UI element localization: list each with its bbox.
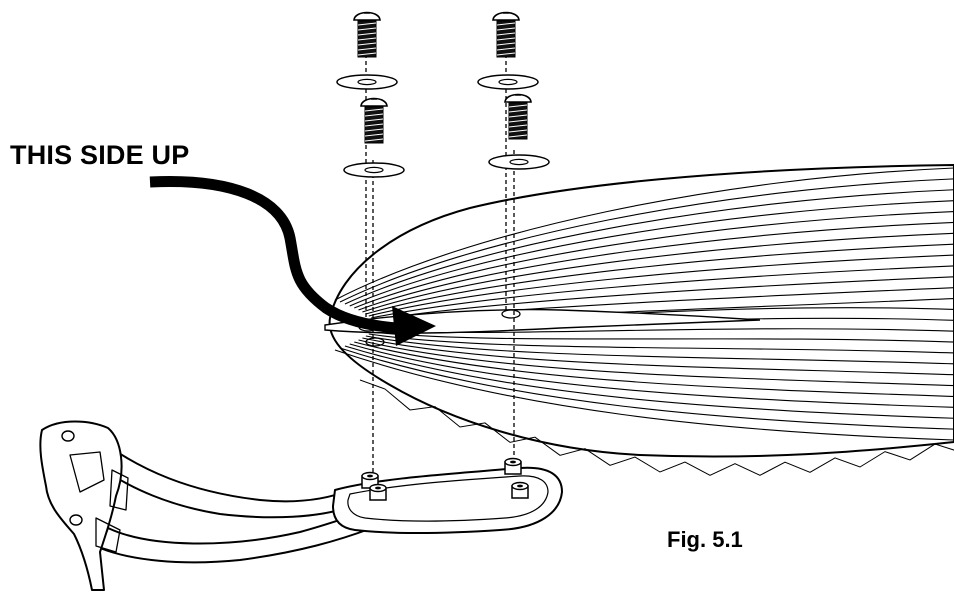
- washer: [477, 74, 539, 90]
- mounting-screw: [360, 97, 388, 144]
- this-side-up-arrow: [149, 176, 436, 346]
- washer: [343, 162, 405, 178]
- ribbed-fan-blade: [324, 163, 954, 476]
- blade-rib: [371, 265, 954, 319]
- blade-rib: [344, 189, 954, 305]
- mounting-screw: [353, 11, 381, 58]
- blade-iron-bracket: [39, 420, 563, 591]
- blade-rib: [365, 243, 954, 315]
- blade-rib: [344, 345, 954, 419]
- blade-rib: [362, 232, 954, 313]
- blade-rib: [339, 178, 954, 303]
- arrow-head: [392, 306, 436, 346]
- bracket-hub-hole-bottom: [69, 514, 83, 526]
- mounting-screw: [492, 11, 520, 58]
- standoff-post: [511, 481, 529, 499]
- bracket-hub-hole-top: [61, 430, 75, 442]
- bracket-standoffs: [361, 457, 529, 501]
- blade-outline: [328, 163, 954, 458]
- blade-hole-right: [501, 309, 521, 319]
- bracket-hub-detail-3: [95, 517, 121, 553]
- blade-rib: [358, 221, 954, 311]
- blade-rib: [362, 337, 954, 376]
- this-side-up-label: THIS SIDE UP: [10, 140, 190, 170]
- bracket-hub-detail: [69, 451, 105, 493]
- blade-jagged-edge: [359, 379, 954, 476]
- bracket-arm-lower: [99, 509, 373, 564]
- blade-rib: [372, 276, 954, 321]
- blade-rib: [368, 333, 954, 354]
- washer: [336, 74, 398, 90]
- standoff-post: [369, 483, 387, 501]
- blade-rib: [358, 339, 954, 387]
- bracket-mounting-plate: [332, 466, 563, 534]
- blade-hole-left-bottom: [365, 337, 385, 347]
- blade-rib: [334, 167, 954, 301]
- blade-rib: [365, 335, 954, 365]
- blade-rib: [368, 254, 954, 317]
- blade-rib: [349, 343, 954, 408]
- blade-rib: [334, 349, 954, 441]
- blade-rib: [339, 347, 954, 430]
- hardware-stack: [336, 11, 550, 178]
- bracket-hub-detail-2: [109, 469, 129, 511]
- standoff-post: [361, 471, 379, 489]
- bracket-arm-upper: [99, 439, 353, 519]
- blade-rib: [371, 331, 954, 343]
- washer: [488, 154, 550, 170]
- mounting-screw: [504, 93, 532, 140]
- standoff-post: [504, 457, 522, 475]
- blade-rib: [349, 200, 954, 307]
- blade-rib: [354, 341, 954, 398]
- blade-rib: [354, 210, 954, 309]
- figure-caption: Fig. 5.1: [667, 527, 743, 552]
- bracket-plate-inner: [347, 475, 549, 522]
- blade-center-slot: [324, 308, 761, 334]
